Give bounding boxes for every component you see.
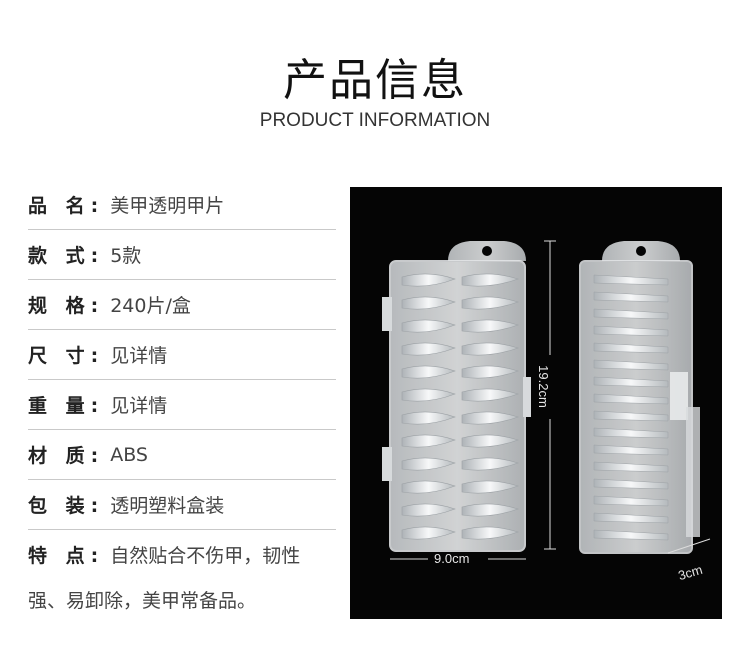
spec-row-name: 品 名: 美甲透明甲片 <box>28 180 336 230</box>
spec-label: 重 量: <box>28 395 105 417</box>
spec-value: 见详情 <box>110 395 168 417</box>
nail-tip <box>461 296 519 310</box>
product-photo: 19.2cm 9.0cm 3cm <box>350 187 722 619</box>
front-box <box>382 241 531 552</box>
nail-tip <box>461 411 519 425</box>
nail-tip <box>593 478 669 490</box>
nail-tip <box>401 273 456 287</box>
spec-label: 规 格: <box>28 295 105 317</box>
nail-tip <box>401 319 456 333</box>
nail-tip <box>593 274 669 286</box>
spec-row-style: 款 式: 5款 <box>28 230 336 280</box>
nail-tip <box>461 273 519 287</box>
spec-label: 特 点: <box>28 545 105 567</box>
nail-tip <box>401 411 456 425</box>
width-dimension-label: 9.0cm <box>434 551 470 566</box>
spec-row-features: 特 点: 自然贴合不伤甲，韧性 <box>28 530 336 579</box>
nail-tip <box>593 376 669 388</box>
spec-value: 自然贴合不伤甲，韧性 <box>110 545 301 567</box>
spec-row-material: 材 质: ABS <box>28 430 336 480</box>
nail-tip <box>593 529 669 541</box>
nail-tip <box>461 434 519 448</box>
spec-value: 透明塑料盒装 <box>110 495 225 517</box>
nail-tip <box>593 410 669 422</box>
spec-label: 品 名: <box>28 195 105 217</box>
nail-tip <box>461 388 519 402</box>
nail-tip <box>401 365 456 379</box>
nail-tip <box>593 325 669 337</box>
nail-tips-left <box>401 273 519 540</box>
nail-tips-side <box>593 274 669 541</box>
spec-value: 240片/盒 <box>110 295 191 317</box>
nail-tip <box>593 512 669 524</box>
page-title: 产品信息 <box>283 55 467 106</box>
page-subtitle: PRODUCT INFORMATION <box>259 110 491 131</box>
spec-label: 包 装: <box>28 495 105 517</box>
spec-label: 尺 寸: <box>28 345 105 367</box>
nail-tip <box>401 342 456 356</box>
spec-label: 材 质: <box>28 445 105 467</box>
nail-tip <box>593 359 669 371</box>
spec-row-spec: 规 格: 240片/盒 <box>28 280 336 330</box>
nail-tip <box>401 526 456 540</box>
spec-value: ABS <box>110 443 148 466</box>
nail-tip <box>461 342 519 356</box>
nail-tip <box>593 393 669 405</box>
nail-tip <box>461 503 519 517</box>
spec-value: 5款 <box>110 245 142 267</box>
nail-tip <box>401 434 456 448</box>
nail-tip <box>593 444 669 456</box>
nail-tip-boxes-image <box>382 240 711 560</box>
spec-value: 美甲透明甲片 <box>110 195 225 217</box>
nail-tip <box>461 457 519 471</box>
spec-list: 品 名: 美甲透明甲片 款 式: 5款 规 格: 240片/盒 尺 寸: 见详情… <box>28 180 336 579</box>
nail-tip <box>401 480 456 494</box>
nail-tip <box>401 388 456 402</box>
spec-row-size: 尺 寸: 见详情 <box>28 330 336 380</box>
spec-value: 见详情 <box>110 345 168 367</box>
nail-tip <box>461 526 519 540</box>
spec-row-weight: 重 量: 见详情 <box>28 380 336 430</box>
height-dimension-label: 19.2cm <box>535 365 551 408</box>
spec-label: 款 式: <box>28 245 105 267</box>
nail-tip <box>593 427 669 439</box>
features-continued: 强、易卸除，美甲常备品。 <box>28 590 257 612</box>
nail-tip <box>401 457 456 471</box>
nail-tip <box>461 480 519 494</box>
nail-tip <box>593 342 669 354</box>
side-box <box>579 241 700 554</box>
nail-tip <box>593 495 669 507</box>
nail-tip <box>461 319 519 333</box>
nail-tip <box>593 308 669 320</box>
nail-tip <box>401 296 456 310</box>
spec-row-package: 包 装: 透明塑料盒装 <box>28 480 336 530</box>
nail-tip <box>593 291 669 303</box>
nail-tip <box>461 365 519 379</box>
nail-tip <box>593 461 669 473</box>
nail-tip <box>401 503 456 517</box>
